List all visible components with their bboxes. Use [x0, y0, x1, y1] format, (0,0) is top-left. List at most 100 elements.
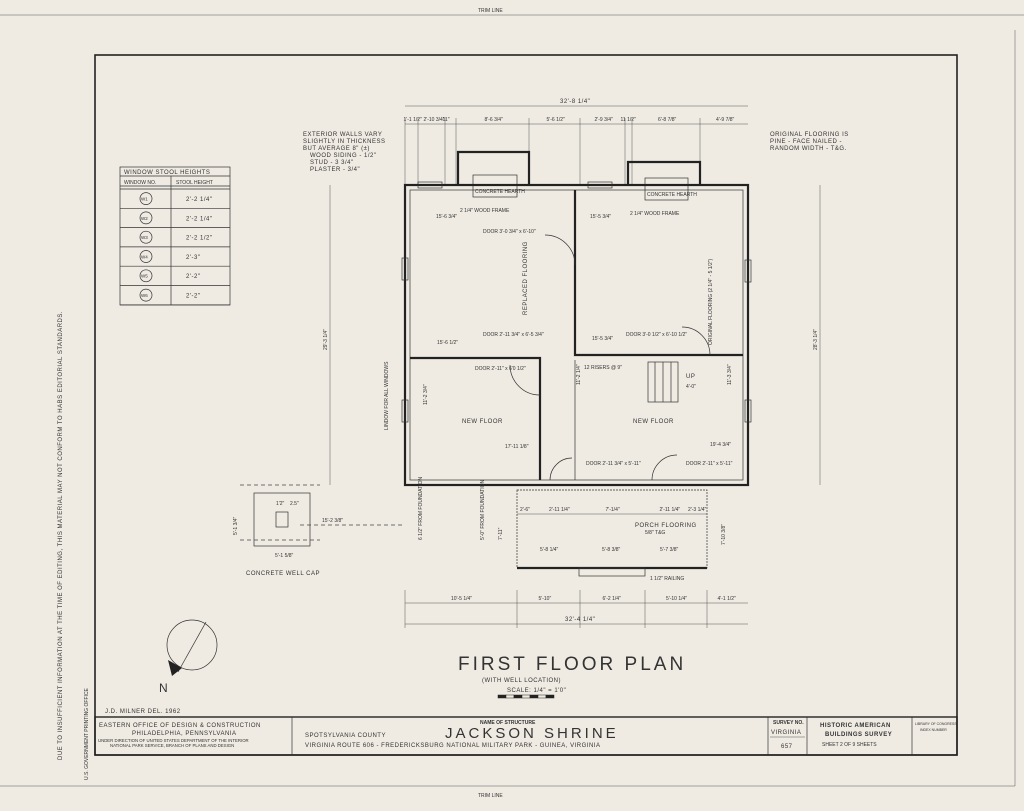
dimension-label: 2'-6"	[520, 507, 530, 513]
svg-text:7'-10 3/8": 7'-10 3/8"	[721, 524, 727, 545]
svg-text:15'-5 3/4": 15'-5 3/4"	[592, 336, 613, 342]
dim-overall-top: 32'-8 1/4"	[560, 99, 590, 105]
svg-text:WINDOW STOOL HEIGHTS: WINDOW STOOL HEIGHTS	[124, 170, 210, 176]
svg-text:1 1/2" RAILING: 1 1/2" RAILING	[650, 576, 684, 582]
first-floor-plan: 32'-8 1/4" 1'-1 1/2"2'-10 3/4"11"8'-6 3/…	[300, 99, 821, 628]
svg-text:657: 657	[781, 744, 793, 750]
svg-text:BUT AVERAGE 8" (±): BUT AVERAGE 8" (±)	[303, 146, 370, 152]
svg-text:DOOR 2'-11" x 5'-11": DOOR 2'-11" x 5'-11"	[686, 461, 733, 467]
svg-text:DOOR 2'-11" x 6'0 1/2": DOOR 2'-11" x 6'0 1/2"	[475, 366, 526, 372]
stool-height: 2'-3"	[186, 255, 200, 261]
flooring-notes: ORIGINAL FLOORING IS PINE - FACE NAILED …	[770, 132, 849, 152]
window-tag-icon	[139, 230, 153, 244]
dimension-label: 5'-10"	[539, 596, 552, 602]
window-stool-table: WINDOW STOOL HEIGHTS WINDOW NO. STOOL HE…	[119, 166, 231, 306]
svg-text:ORIGINAL FLOORING IS: ORIGINAL FLOORING IS	[770, 132, 849, 138]
svg-text:CONCRETE HEARTH: CONCRETE HEARTH	[475, 189, 525, 195]
dimension-label: 4'-9 7/8"	[716, 117, 735, 123]
dimension-label: 6'-8 7/8"	[658, 117, 677, 123]
svg-text:PHILADELPHIA, PENNSYLVANIA: PHILADELPHIA, PENNSYLVANIA	[132, 731, 236, 737]
svg-text:SHEET 2 OF 9 SHEETS: SHEET 2 OF 9 SHEETS	[822, 742, 877, 748]
svg-text:DOOR 2'-11 3/4" x 5'-11": DOOR 2'-11 3/4" x 5'-11"	[586, 461, 641, 467]
svg-text:BUILDINGS SURVEY: BUILDINGS SURVEY	[825, 732, 892, 738]
dimension-label: 11 1/2"	[621, 117, 637, 123]
svg-text:2 1/4" WOOD FRAME: 2 1/4" WOOD FRAME	[630, 211, 680, 217]
svg-text:VIRGINIA: VIRGINIA	[771, 730, 801, 736]
stool-height: 2'-2 1/2"	[186, 236, 212, 242]
svg-text:EXTERIOR WALLS VARY: EXTERIOR WALLS VARY	[303, 132, 382, 138]
svg-text:5'-7 3/8": 5'-7 3/8"	[660, 547, 679, 553]
drawing-subtitle: (WITH WELL LOCATION)	[482, 678, 561, 684]
dimension-label: 6'-2 1/4"	[603, 596, 622, 602]
window-number: W2	[141, 216, 148, 221]
svg-text:17'-11 1/8": 17'-11 1/8"	[505, 444, 529, 450]
svg-text:VIRGINIA ROUTE 606 - FREDERICK: VIRGINIA ROUTE 606 - FREDERICKSBURG NATI…	[305, 743, 600, 749]
scale-bar	[497, 694, 555, 699]
exterior-walls	[403, 183, 750, 487]
svg-text:UNDER DIRECTION OF UNITED STAT: UNDER DIRECTION OF UNITED STATES DEPARTM…	[98, 738, 249, 743]
stool-height: 2'-2"	[186, 274, 200, 280]
svg-text:5'-1 3/4": 5'-1 3/4"	[233, 516, 239, 535]
sheet-border	[94, 54, 958, 756]
svg-text:EASTERN OFFICE OF DESIGN & CON: EASTERN OFFICE OF DESIGN & CONSTRUCTION	[99, 723, 261, 729]
habs-disclaimer: DUE TO INSUFFICIENT INFORMATION AT THE T…	[58, 311, 64, 760]
concrete-well-cap: 1'2" 2.5" 5'-1 3/4" 5'-1 5/8" CONCRETE W…	[233, 484, 320, 577]
svg-text:11'-2 1/4": 11'-2 1/4"	[576, 364, 582, 385]
svg-text:SURVEY NO.: SURVEY NO.	[773, 720, 804, 726]
svg-text:LINDOW FOR ALL WINDOWS: LINDOW FOR ALL WINDOWS	[384, 361, 390, 430]
svg-text:STOOL HEIGHT: STOOL HEIGHT	[176, 180, 213, 186]
dimension-label: 4'-1 1/2"	[718, 596, 737, 602]
svg-text:11'-3 3/4": 11'-3 3/4"	[727, 364, 733, 385]
title-block: EASTERN OFFICE OF DESIGN & CONSTRUCTION …	[94, 716, 958, 756]
window-number: W5	[141, 274, 148, 279]
dimension-label: 5'-6 1/2"	[547, 117, 566, 123]
dimension-label: 2'-3 1/4"	[688, 507, 707, 513]
svg-text:29'-3 1/4": 29'-3 1/4"	[323, 329, 329, 350]
svg-text:5'-8 1/4": 5'-8 1/4"	[540, 547, 559, 553]
svg-text:12 RISERS @ 9": 12 RISERS @ 9"	[584, 365, 622, 371]
svg-text:NATIONAL PARK SERVICE, BRANCH: NATIONAL PARK SERVICE, BRANCH OF PLANS A…	[110, 743, 234, 748]
window-number: W6	[141, 293, 148, 298]
dimension-label: 7'-1/4"	[606, 507, 620, 513]
svg-text:NAME OF STRUCTURE: NAME OF STRUCTURE	[480, 720, 536, 726]
svg-text:SLIGHTLY IN THICKNESS: SLIGHTLY IN THICKNESS	[303, 139, 386, 145]
structure-name: JACKSON SHRINE	[445, 725, 619, 742]
svg-text:15'-6 1/2": 15'-6 1/2"	[437, 340, 458, 346]
svg-text:6 1/2" FROM FOUNDATION: 6 1/2" FROM FOUNDATION	[418, 477, 424, 540]
trim-label-bottom: TRIM LINE	[478, 793, 503, 799]
svg-text:15'-6 3/4": 15'-6 3/4"	[436, 214, 457, 220]
window-tag-icon	[139, 269, 153, 283]
svg-text:RANDOM WIDTH - T&G.: RANDOM WIDTH - T&G.	[770, 146, 847, 152]
dim-overall-bottom: 32'-4 1/4"	[565, 617, 595, 623]
svg-text:SPOTSYLVANIA COUNTY: SPOTSYLVANIA COUNTY	[305, 733, 386, 739]
window-tag-icon	[139, 211, 153, 225]
dimension-label: 2'-9 3/4"	[595, 117, 614, 123]
svg-text:INDEX NUMBER: INDEX NUMBER	[920, 728, 947, 732]
porch	[516, 489, 708, 569]
svg-text:DOOR 2'-11 3/4" x 6'-5 3/4": DOOR 2'-11 3/4" x 6'-5 3/4"	[483, 332, 544, 338]
dimension-label: 2'-11 1/4"	[549, 507, 570, 513]
svg-text:NEW FLOOR: NEW FLOOR	[462, 419, 503, 425]
svg-text:15'-2 3/8": 15'-2 3/8"	[322, 518, 343, 524]
window-tag-icon	[139, 288, 153, 302]
stool-height: 2'-2 1/4"	[186, 216, 212, 222]
window-tag-icon	[139, 250, 153, 263]
svg-text:2 1/4" WOOD FRAME: 2 1/4" WOOD FRAME	[460, 208, 510, 214]
svg-text:UP: UP	[686, 374, 695, 380]
window-tag-icon	[139, 192, 153, 205]
window-number: W3	[141, 235, 148, 240]
svg-text:7'-11": 7'-11"	[498, 527, 504, 540]
svg-text:5'-8 3/8": 5'-8 3/8"	[602, 547, 621, 553]
svg-text:5'-1 5/8": 5'-1 5/8"	[275, 553, 294, 559]
svg-text:PINE - FACE NAILED -: PINE - FACE NAILED -	[770, 139, 842, 145]
svg-text:DOOR 3'-0 1/2" x 6'-10 1/2": DOOR 3'-0 1/2" x 6'-10 1/2"	[626, 332, 687, 338]
dimension-label: 11"	[443, 117, 450, 123]
delineator: J.D. MILNER DEL. 1962	[105, 709, 181, 715]
window-number: W4	[141, 254, 148, 259]
svg-text:5/8" T&G: 5/8" T&G	[645, 530, 665, 536]
svg-text:STUD - 3 3/4": STUD - 3 3/4"	[310, 160, 354, 166]
svg-text:ORIGINAL FLOORING (2 1/4" - 5: ORIGINAL FLOORING (2 1/4" - 5 1/2")	[708, 259, 714, 345]
drawing-title: FIRST FLOOR PLAN	[458, 654, 686, 675]
svg-text:1'2": 1'2"	[276, 501, 285, 507]
